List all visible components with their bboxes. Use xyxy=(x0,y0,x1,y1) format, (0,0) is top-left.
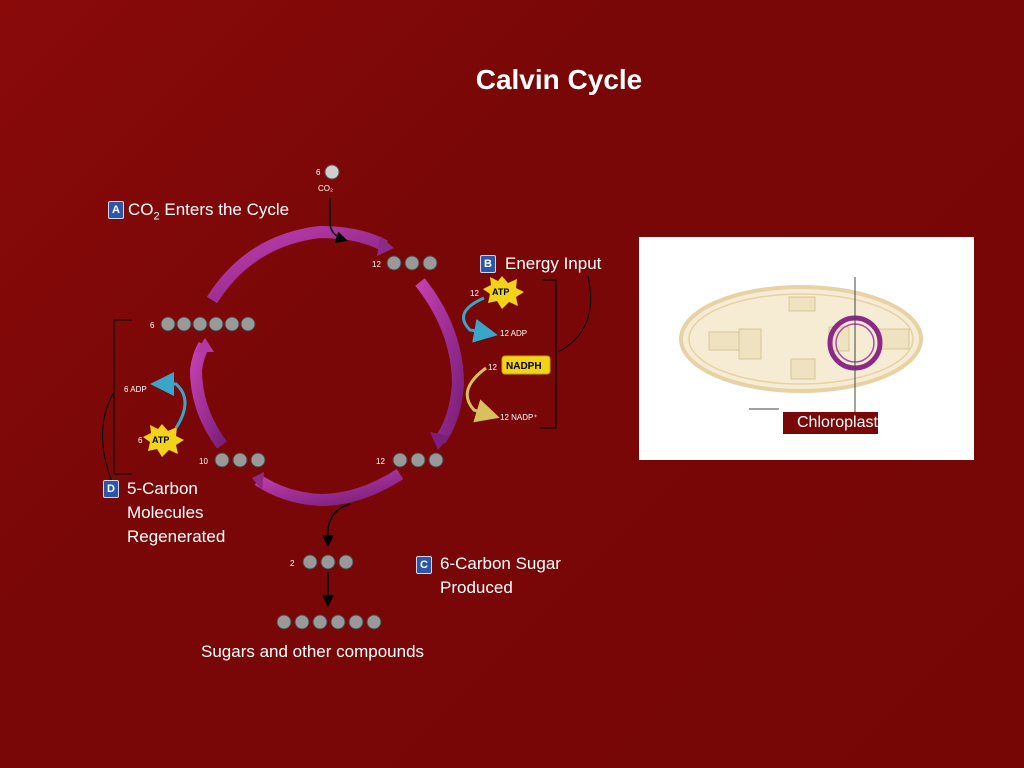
molecule-2-count: 2 xyxy=(290,559,295,568)
chloroplast-illustration xyxy=(679,277,923,417)
molecule-12-bottom: 12 xyxy=(376,452,444,468)
output-arrow xyxy=(322,503,351,547)
step-d-line2: Molecules xyxy=(127,503,204,522)
atp-left: 6 ATP xyxy=(138,424,184,457)
step-a-badge: A xyxy=(108,201,124,219)
molecule-6-left: 6 xyxy=(150,316,256,332)
output-label: Sugars and other compounds xyxy=(201,642,425,661)
step-c-line1: 6-Carbon Sugar xyxy=(440,554,561,573)
regen-bracket xyxy=(113,319,132,475)
cycle-arc-right xyxy=(415,278,465,450)
sugar-chain xyxy=(276,614,382,630)
cycle-arc-bottom xyxy=(252,468,404,507)
nadph-right-label: NADPH xyxy=(506,361,542,372)
co2-label: CO₂ xyxy=(318,184,333,193)
regen-pointer-line xyxy=(102,391,115,483)
molecule-10-left: 10 xyxy=(199,452,266,468)
atp-left-label: ATP xyxy=(152,435,169,445)
step-c-badge: C xyxy=(416,556,432,574)
adp-right-label: 12 ADP xyxy=(500,329,527,338)
step-d-badge: D xyxy=(103,480,119,498)
nadph-right-count: 12 xyxy=(488,363,497,372)
atp-right-label: ATP xyxy=(492,287,509,297)
co2-input: 6 CO₂ xyxy=(316,164,348,244)
co2-text: CO xyxy=(128,200,154,219)
slide-title: Calvin Cycle xyxy=(475,64,643,95)
step-b-badge: B xyxy=(480,255,496,273)
adp-right-arrow xyxy=(462,296,498,343)
step-d-line3: Regenerated xyxy=(127,527,226,546)
step-d-line1: 5-Carbon xyxy=(127,479,198,498)
molecule-12-top: 12 xyxy=(372,255,438,271)
cycle-arc-left xyxy=(189,338,227,449)
adp-left-arrow xyxy=(150,372,187,429)
molecule-10-left-count: 10 xyxy=(199,457,208,466)
energy-pointer-line xyxy=(557,275,592,353)
chloroplast-inset xyxy=(639,237,974,460)
step-c-line2: Produced xyxy=(440,578,513,597)
molecule-12-bottom-count: 12 xyxy=(376,457,385,466)
energy-bracket xyxy=(540,279,557,429)
cycle-arc-top xyxy=(206,225,394,304)
co2-subscript: 2 xyxy=(153,210,160,223)
step-a-label: CO2 Enters the Cycle xyxy=(128,198,289,228)
step-b-label: Energy Input xyxy=(505,254,602,273)
step-a-text: Enters the Cycle xyxy=(164,200,290,219)
nadp-right-label: 12 NADP⁺ xyxy=(500,413,538,422)
atp-right-count: 12 xyxy=(470,289,479,298)
co2-count: 6 xyxy=(316,168,321,177)
atp-left-count: 6 xyxy=(138,436,143,445)
molecule-12-top-count: 12 xyxy=(372,260,381,269)
nadph-right: 12 NADPH xyxy=(488,355,551,375)
nadp-right-arrow xyxy=(465,366,500,423)
adp-left-label: 6 ADP xyxy=(124,385,147,394)
atp-right: 12 ATP xyxy=(470,276,524,309)
chloroplast-label: Chloroplast xyxy=(783,412,878,434)
molecule-6-left-count: 6 xyxy=(150,321,155,330)
molecule-2-output: 2 xyxy=(290,554,354,570)
